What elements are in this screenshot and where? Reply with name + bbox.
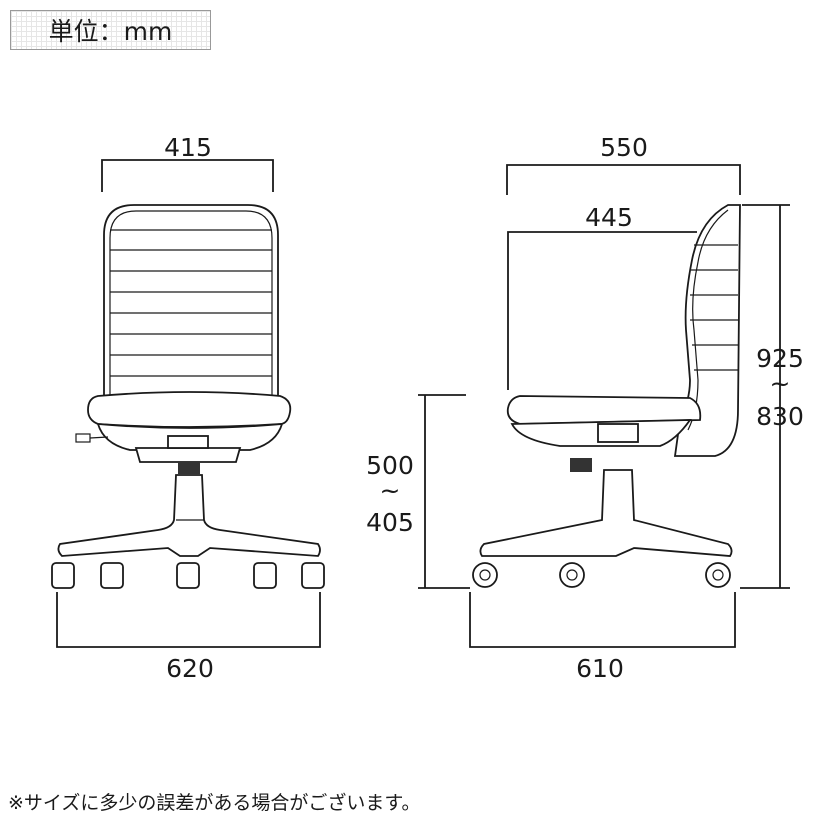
dim-base-depth: 610 [576,654,624,683]
dimension-lines [56,159,790,648]
dim-height-range: ~ [770,369,791,398]
dim-seat-height-max: 500 [366,451,414,480]
front-view-chair [51,204,325,589]
dim-overall-width: 620 [166,654,214,683]
unit-text: 単位：mm [48,17,173,46]
dim-seat-height-range: ~ [380,476,401,505]
dim-seat-height-min: 405 [366,508,414,537]
footnote: ※サイズに多少の誤差がある場合がございます。 [8,792,421,814]
dim-height-max: 925 [756,344,804,373]
dim-seat-depth: 445 [585,203,633,232]
dim-overall-depth: 550 [600,133,648,162]
unit-label: 単位：mm [10,10,211,50]
side-view-chair [472,204,741,588]
dim-backrest-width: 415 [164,133,212,162]
dim-height-min: 830 [756,402,804,431]
